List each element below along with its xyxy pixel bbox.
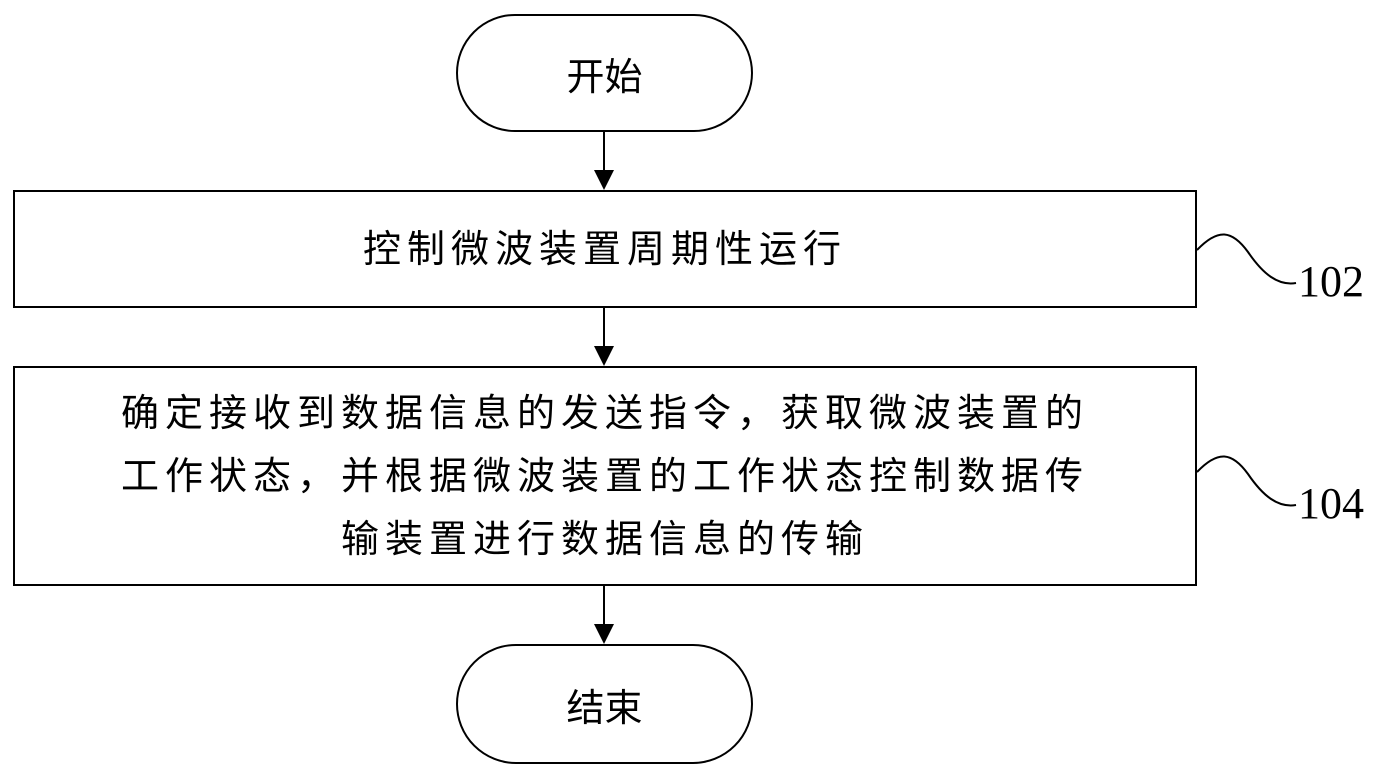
arrowhead-step2	[594, 346, 614, 366]
ref-label-104: 104	[1298, 479, 1364, 528]
step2-line-1: 确定接收到数据信息的发送指令，获取微波装置的	[120, 390, 1089, 435]
step2-line-3: 输装置进行数据信息的传输	[340, 516, 869, 561]
leader-line-102	[1196, 233, 1297, 285]
end-label: 结束	[566, 685, 643, 730]
step2-line-2: 工作状态，并根据微波装置的工作状态控制数据传	[120, 453, 1089, 498]
arrowhead-step1	[594, 170, 614, 190]
step1-label: 控制微波装置周期性运行	[362, 226, 847, 271]
start-label: 开始	[566, 54, 643, 99]
leader-line-104	[1196, 455, 1297, 507]
process-step-102: 控制微波装置周期性运行	[13, 190, 1197, 308]
end-terminal: 结束	[456, 644, 753, 764]
start-terminal: 开始	[456, 14, 753, 132]
arrowhead-end	[594, 624, 614, 644]
ref-label-102: 102	[1298, 257, 1364, 306]
process-step-104: 确定接收到数据信息的发送指令，获取微波装置的 工作状态，并根据微波装置的工作状态…	[13, 366, 1197, 586]
